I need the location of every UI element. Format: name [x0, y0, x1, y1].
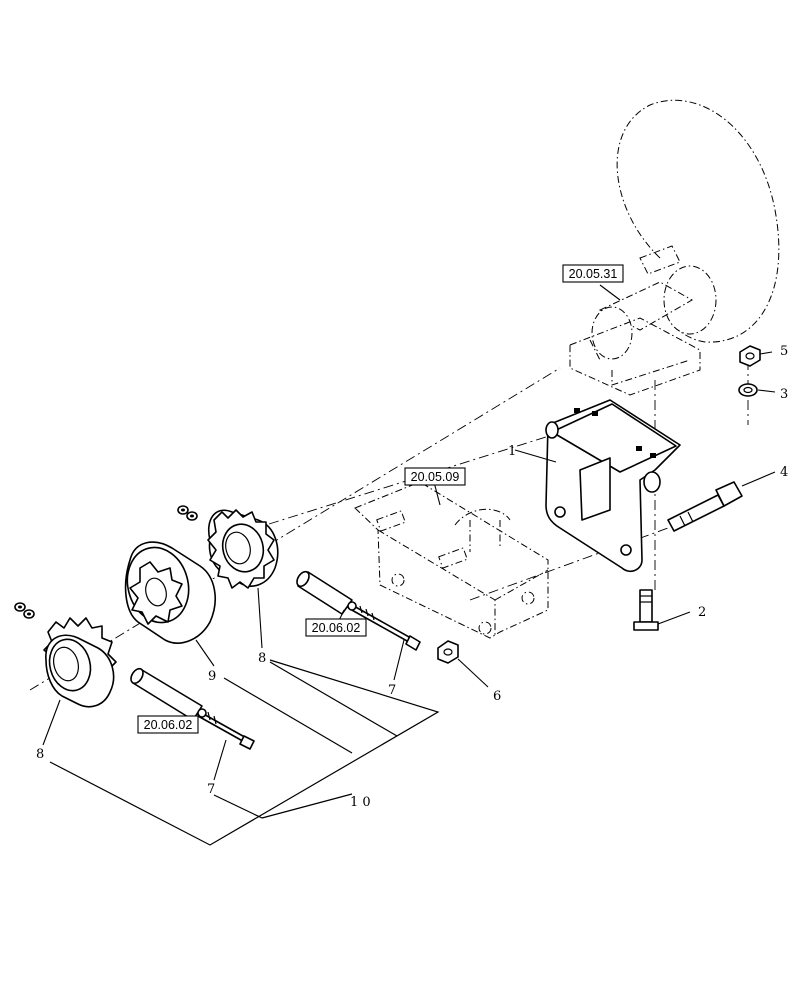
callout-labels: 1 2 3 4 5 6 7 7 8 8 9 1 0 — [36, 344, 788, 810]
leader-lines — [42, 284, 776, 781]
sleeve-and-rod-upper — [296, 570, 421, 651]
svg-text:20.06.02: 20.06.02 — [144, 718, 193, 732]
nut-part-5 — [739, 345, 761, 367]
bolt-part-2 — [633, 589, 659, 631]
small-nuts-upper — [177, 505, 198, 521]
sleeve-and-rod-lower — [130, 667, 255, 750]
callout-10: 1 0 — [350, 795, 371, 810]
callout-5: 5 — [780, 344, 788, 359]
svg-text:20.06.02: 20.06.02 — [312, 621, 361, 635]
callout-7-lower: 7 — [207, 782, 215, 797]
svg-text:20.05.31: 20.05.31 — [569, 267, 618, 281]
reference-box-20-06-02-upper: 20.06.02 — [305, 618, 367, 637]
assembly-bracket-item-10 — [49, 659, 440, 846]
ghost-bracket-lower — [354, 481, 549, 639]
small-nuts-lower — [14, 602, 35, 619]
svg-text:20.05.09: 20.05.09 — [411, 470, 460, 484]
callout-7-upper: 7 — [388, 683, 396, 698]
ghost-assembly-upper — [569, 99, 780, 396]
bolt-part-4 — [667, 481, 743, 532]
reference-box-20-06-02-lower: 20.06.02 — [137, 715, 199, 734]
callout-8-right: 8 — [258, 651, 266, 666]
callout-9: 9 — [208, 669, 216, 684]
nut-part-6 — [437, 640, 459, 664]
coupling-part-9 — [124, 541, 216, 644]
callout-3: 3 — [780, 387, 788, 402]
callout-8-left: 8 — [36, 747, 44, 762]
callout-4: 4 — [780, 465, 788, 480]
callout-1: 1 — [508, 444, 516, 459]
mounting-plate-part-1 — [545, 399, 681, 572]
reference-box-20-05-09: 20.05.09 — [404, 467, 466, 486]
washer-part-3 — [738, 383, 758, 397]
sprocket-part-8-left — [43, 617, 117, 708]
reference-box-20-05-31: 20.05.31 — [562, 264, 624, 283]
sprocket-part-8-right — [207, 509, 279, 589]
callout-6: 6 — [493, 689, 501, 704]
callout-2: 2 — [698, 605, 706, 620]
